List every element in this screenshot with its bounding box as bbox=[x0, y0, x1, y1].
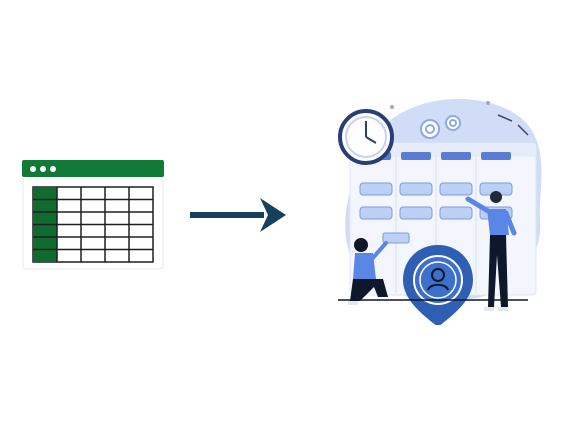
arrow-right-icon bbox=[188, 196, 288, 234]
spreadsheet-icon bbox=[22, 160, 164, 270]
scheduling-board-illustration bbox=[328, 95, 548, 325]
